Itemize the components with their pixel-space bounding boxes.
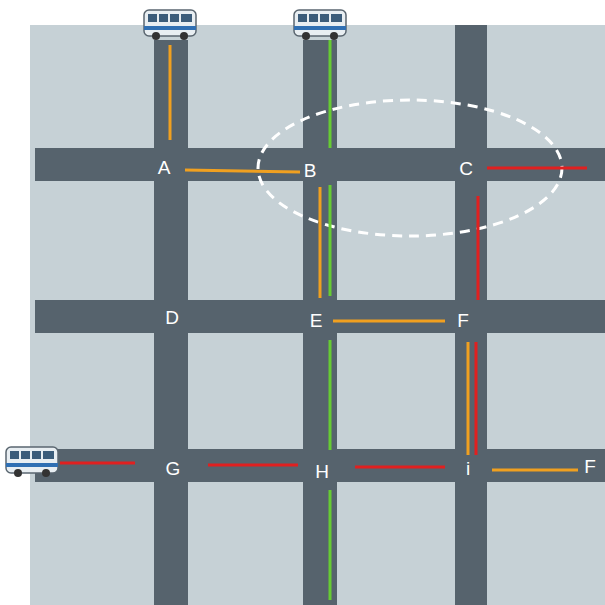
green-route: [329, 40, 332, 600]
bus-icon: [294, 10, 346, 40]
intersection-label: C: [459, 159, 473, 178]
intersection-label: D: [165, 308, 179, 327]
intersection-label: E: [310, 311, 323, 330]
intersection-label: G: [166, 459, 181, 478]
intersection-label: i: [466, 459, 470, 478]
red-route: [60, 168, 587, 467]
intersection-label: A: [158, 158, 171, 177]
intersection-label: B: [304, 161, 317, 180]
bus-icon: [144, 10, 196, 40]
intersection-label: H: [315, 462, 329, 481]
ground: [30, 25, 605, 605]
intersection-label: F: [584, 457, 596, 476]
intersection-label: F: [457, 311, 469, 330]
bus-icon: [6, 447, 58, 477]
orange-route: [170, 45, 578, 470]
roads: [35, 25, 605, 605]
